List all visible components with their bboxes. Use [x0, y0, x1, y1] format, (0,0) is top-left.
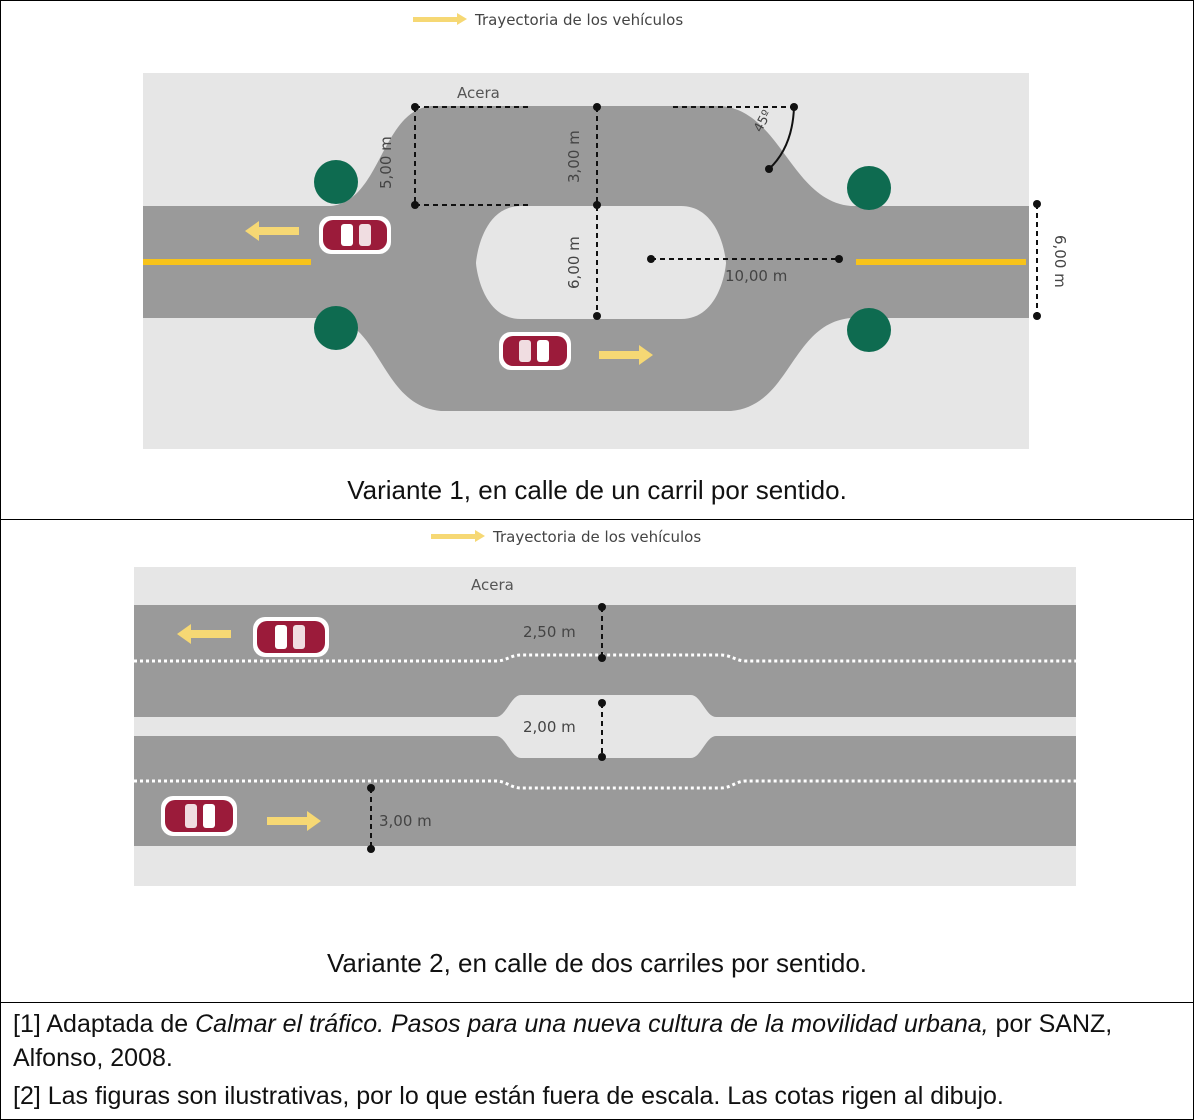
dim-label-6m-right: 6,00 m	[1051, 235, 1069, 288]
lane-markings	[134, 653, 1076, 790]
variant2-diagram: Trayectoria de los vehículos	[134, 528, 1076, 886]
angle-arc	[768, 106, 795, 170]
legend-label: Trayectoria de los vehículos	[474, 11, 683, 29]
left-arrow-icon	[245, 221, 299, 241]
right-arrow-icon	[599, 345, 653, 365]
sidewalk-label: Acera	[457, 84, 500, 102]
tree-icon	[847, 308, 891, 352]
note-2: [2] Las figuras son ilustrativas, por lo…	[13, 1082, 1004, 1110]
variant1-caption: Variante 1, en calle de un carril por se…	[347, 475, 847, 505]
dim-label-10m: 10,00 m	[725, 267, 787, 285]
legend-label: Trayectoria de los vehículos	[492, 528, 701, 546]
dimension-lines	[370, 607, 603, 849]
dim-label-6m-center: 6,00 m	[565, 236, 583, 289]
notes-cell: [1] Adaptada de Calmar el tráfico. Pasos…	[0, 1002, 1194, 1120]
variant2-caption: Variante 2, en calle de dos carriles por…	[326, 948, 868, 978]
sidewalk-label: Acera	[471, 576, 514, 594]
right-arrow-icon	[267, 811, 321, 831]
dim-label-300: 3,00 m	[379, 812, 432, 830]
dim-label-200: 2,00 m	[523, 718, 576, 736]
center-line-right	[856, 259, 1026, 265]
car-icon	[499, 332, 571, 370]
dim-label-5m: 5,00 m	[377, 136, 395, 189]
center-line-left	[143, 259, 311, 265]
dimension-lines	[414, 106, 1038, 316]
road-lanes	[134, 605, 1076, 846]
tree-icon	[847, 166, 891, 210]
car-icon	[253, 617, 329, 657]
note-1-suffix: por SANZ, Alfonso, 2008.	[13, 1010, 1113, 1072]
car-icon	[161, 796, 237, 836]
variant2-legend: Trayectoria de los vehículos	[431, 528, 701, 546]
dim-label-250: 2,50 m	[523, 623, 576, 641]
legend-arrow-head	[475, 530, 485, 542]
car-icon	[319, 216, 391, 254]
tree-icon	[314, 160, 358, 204]
tree-icon	[314, 306, 358, 350]
legend-arrow-shaft	[431, 534, 475, 539]
dim-label-3m: 3,00 m	[565, 130, 583, 183]
variant1-cell: Trayectoria de los vehículos	[0, 0, 1194, 520]
note-1-prefix: [1] Adaptada de	[13, 1010, 196, 1038]
legend-arrow-head	[457, 13, 467, 25]
note-1: [1] Adaptada de Calmar el tráfico. Pasos…	[13, 1007, 1183, 1075]
dimension-points	[367, 603, 606, 853]
variant2-cell: Trayectoria de los vehículos	[0, 519, 1194, 1003]
variant1-diagram: Trayectoria de los vehículos	[143, 11, 1069, 449]
legend-arrow-shaft	[413, 17, 457, 22]
central-island	[476, 206, 726, 319]
notes-block: [1] Adaptada de Calmar el tráfico. Pasos…	[13, 1007, 1183, 1113]
note-1-title: Calmar el tráfico. Pasos para una nueva …	[195, 1010, 989, 1038]
variant1-legend: Trayectoria de los vehículos	[413, 11, 683, 29]
left-arrow-icon	[177, 624, 231, 644]
